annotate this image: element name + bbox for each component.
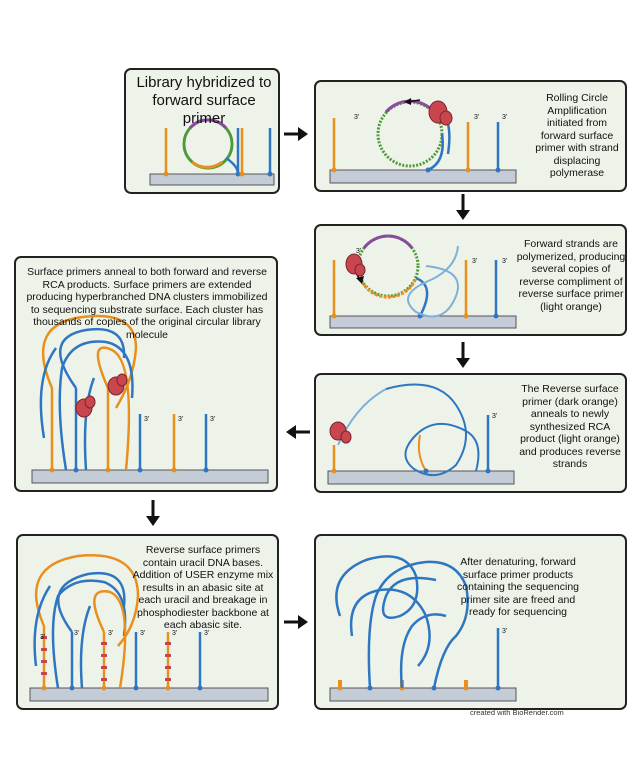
panel-5-caption: Surface primers anneal to both forward a… [26,266,268,341]
label-3prime-1: 3' [492,413,498,420]
label-3prime-3: 3' [210,416,216,423]
substrate-surface [329,169,517,184]
biorender-credit: created with BioRender.com [470,708,564,717]
panel-2-illustration [329,98,517,184]
arrow-right-1-icon [284,127,308,141]
substrate-surface [31,469,269,484]
panel-6-illustration [29,554,269,702]
label-3prime-1: 3' [356,248,362,255]
label-3prime-3: 3' [108,630,114,637]
panel-1-illustration [149,118,275,186]
panel-library-hybridized: Library hybridized to forward surface pr… [124,68,280,194]
panel-4-caption: The Reverse surface primer (dark orange)… [519,383,621,470]
label-3prime-3: 3' [502,258,508,265]
substrate-surface [327,470,515,485]
arrow-left-icon [286,425,310,439]
label-3prime-6: 3' [204,630,210,637]
arrow-down-2-icon [456,342,470,368]
panel-6-caption: Reverse surface primers contain uracil D… [132,544,274,631]
panel-5-illustration [31,314,269,484]
panel-4-illustration [327,383,515,485]
label-3prime-4: 3' [140,630,146,637]
substrate-surface [149,173,275,186]
label-3prime-1: 3' [144,416,150,423]
panel-reverse-primer-anneal: 3' The Reverse surface primer (dark oran… [314,373,627,493]
panel-3-caption: Forward strands are polymerized, produci… [516,238,626,313]
arrow-right-2-icon [284,615,308,629]
label-3prime-3: 3' [502,114,508,121]
label-3prime-1: 3' [502,628,508,635]
panel-2-caption: Rolling Circle Amplification initiated f… [535,92,619,179]
arrow-down-1-icon [456,194,470,220]
substrate-surface [329,315,517,329]
panel-rolling-circle: 3' 3' 3' Rolling Circle Amplification in… [314,80,627,192]
label-3prime-5: 3' [172,630,178,637]
panel-user-enzyme: 3' 3' 3' 3' 3' 3' Reverse surface primer… [16,534,279,710]
panel-7-illustration [329,555,517,702]
panel-7-caption: After denaturing, forward surface primer… [456,556,579,618]
label-3prime-1: 3' [354,114,360,121]
panel-hyperbranched-clusters: 3' 3' 3' Surface primers anneal to both … [14,256,278,492]
label-3prime-2: 3' [474,114,480,121]
label-3prime-2: 3' [74,630,80,637]
panel-forward-strands: 3' 3' 3' Forward strands are polymerized… [314,224,627,336]
panel-1-caption: Library hybridized to forward surface pr… [136,74,272,127]
panel-denatured-products: 3' After denaturing, forward surface pri… [314,534,627,710]
panel-3-illustration [329,234,517,329]
label-3prime-2: 3' [472,258,478,265]
abasic-sites [41,636,171,681]
label-3prime-2: 3' [178,416,184,423]
label-3prime-1: 3' [40,634,46,641]
substrate-surface [329,687,517,702]
substrate-surface [29,687,269,702]
arrow-down-3-icon [146,500,160,526]
